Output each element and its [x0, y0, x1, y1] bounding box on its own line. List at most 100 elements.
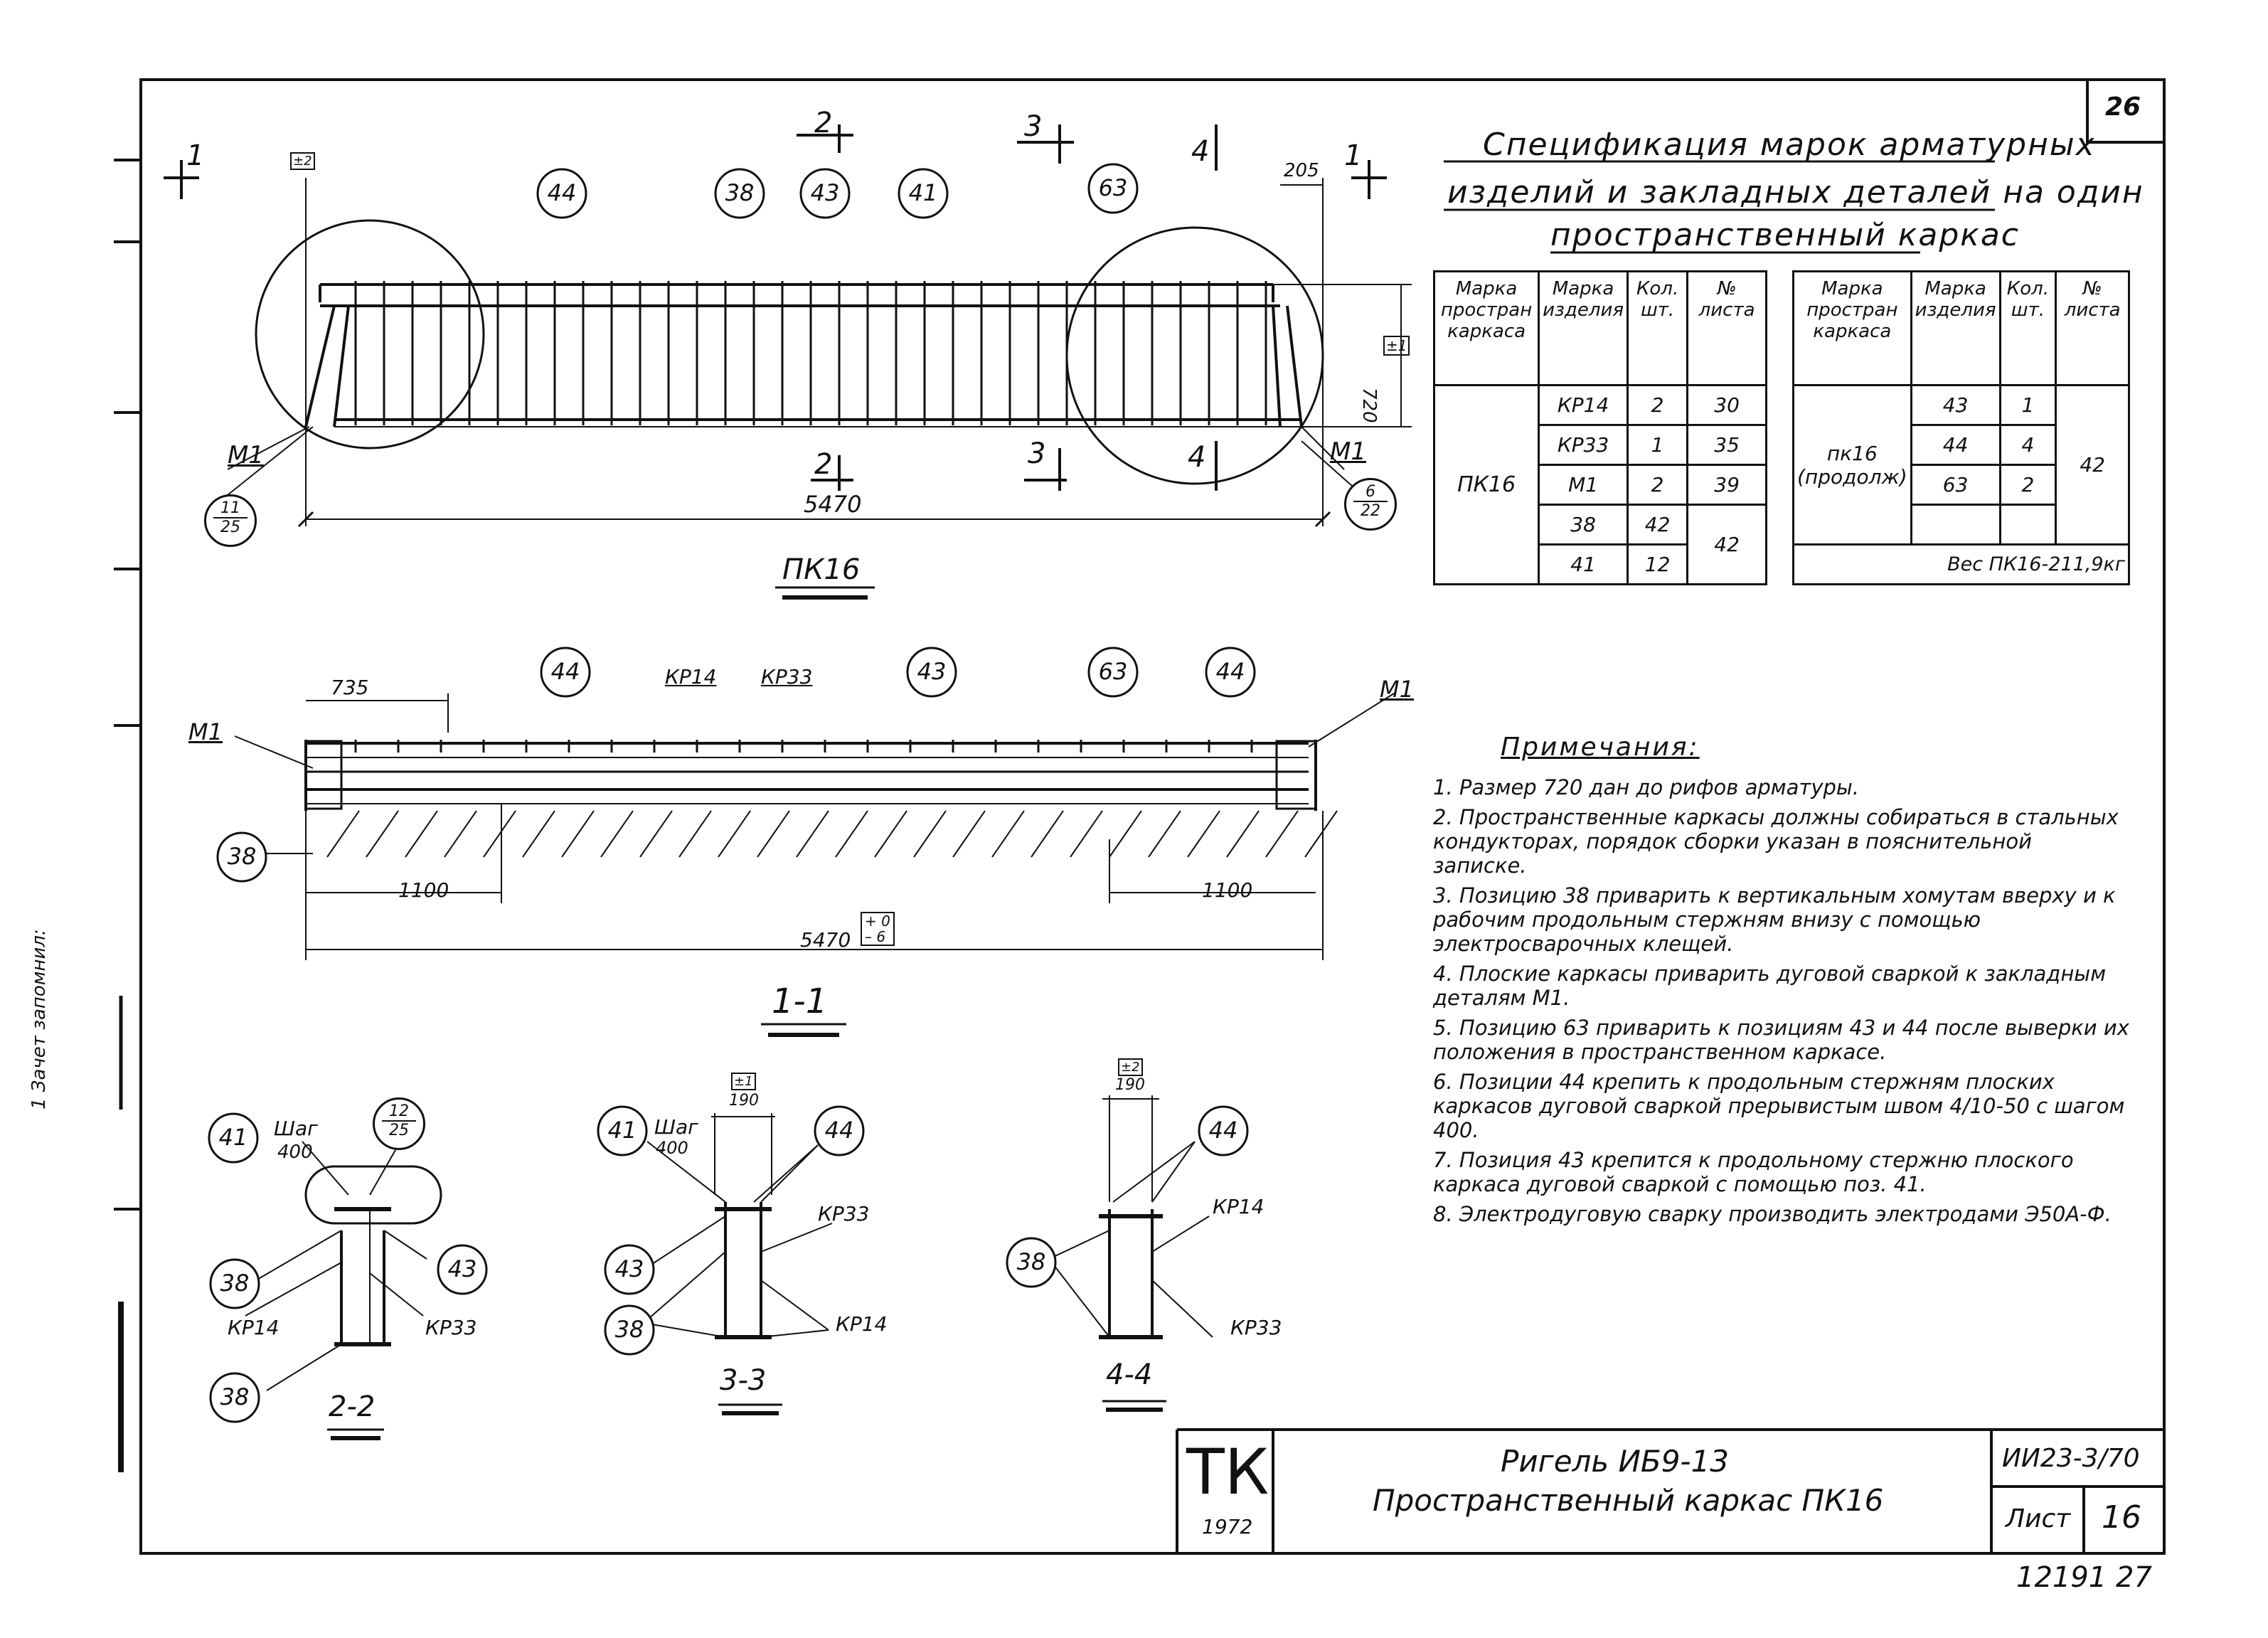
title-block-year: 1972 [1202, 1515, 1253, 1538]
spec-table-left: Марка простран каркаса Марка изделия Кол… [1432, 270, 1767, 585]
ref-bottom: 25 [389, 1122, 409, 1139]
label-kp33-44: КР33 [1230, 1316, 1282, 1339]
dim-190-33: 190 [729, 1092, 759, 1110]
label-m1-left: М1 [228, 441, 264, 469]
hatch-line [326, 810, 360, 858]
hatch-line [718, 810, 751, 858]
spec-hdr-qty: Кол. шт. [1626, 270, 1689, 386]
view-title-pk16: ПК16 [782, 553, 861, 586]
callout-circle [1198, 1105, 1249, 1156]
callout-label: 38 [227, 843, 257, 870]
spec-item: М1 [1538, 464, 1629, 506]
callout-label: 41 [908, 179, 938, 206]
view-title-3-3: 3-3 [720, 1364, 767, 1397]
cut-3-bottom: 3 [1028, 437, 1046, 470]
label-kp14-44: КР14 [1213, 1195, 1265, 1218]
hatch-line [913, 810, 947, 858]
hatch-line [600, 810, 634, 858]
cut-2-bottom: 2 [814, 448, 833, 481]
note-item: 3. Позицию 38 приварить к вертикальным х… [1433, 883, 2116, 956]
hatch-line [757, 810, 790, 858]
callout-circle [216, 831, 267, 883]
ref-circle-main-left: 11 25 [204, 494, 257, 547]
callout-circle [597, 1105, 648, 1156]
bottom-code: 12191 [2016, 1561, 2107, 1594]
title-block-lines [1176, 1428, 2164, 1553]
spec-item: 43 [1910, 384, 2001, 426]
callout-label: 38 [220, 1383, 250, 1410]
hatch-line [366, 810, 399, 858]
callout-label: 41 [607, 1117, 637, 1144]
hatch-line [678, 810, 712, 858]
dim-720: 720 [1358, 388, 1380, 423]
spec-qty: 42 [1626, 504, 1689, 546]
note-item: 6. Позиции 44 крепить к продольным стерж… [1433, 1070, 2125, 1142]
cut-4-top: 4 [1191, 135, 1210, 168]
ref-top: 6 [1353, 483, 1388, 502]
tol-11-plus: + 0 [865, 913, 890, 930]
callout-label: 44 [1215, 658, 1245, 685]
hatch-line [1187, 810, 1220, 858]
label-kp33-33: КР33 [818, 1202, 870, 1225]
spec-sheet: 30 [1686, 384, 1767, 426]
spec-qty [1998, 504, 2057, 546]
dim-205: 205 [1284, 160, 1319, 181]
spec-weight: Вес ПК16-211,9кг [1792, 543, 2130, 585]
spec-sheet: 42 [1686, 504, 1767, 585]
callout-label: 63 [1098, 658, 1128, 685]
ref-top: 12 [382, 1102, 416, 1122]
corner-number-box [2086, 78, 2166, 144]
callout-label: 43 [917, 658, 947, 685]
callout-label: 38 [614, 1316, 644, 1343]
callout-circle [437, 1244, 488, 1295]
spec-hdr-frame: Марка простран каркаса [1432, 270, 1540, 386]
title-block-org: ТК [1186, 1435, 1269, 1509]
spec-title-line2: изделий и закладных деталей на один [1447, 174, 2144, 211]
ref-bottom: 25 [220, 518, 240, 536]
spec-frame-mark-cont: пк16 (продолж) [1792, 384, 1912, 546]
view-title-4-4: 4-4 [1106, 1358, 1153, 1391]
tol-720: ±1 [1383, 336, 1410, 356]
spec-item: 38 [1538, 504, 1629, 546]
hatch-line [405, 810, 438, 858]
cut-3-top: 3 [1024, 110, 1043, 143]
callout-circle [1006, 1237, 1057, 1288]
spec-qty: 1 [1626, 424, 1689, 466]
note-item: 5. Позицию 63 приварить к позициям 43 и … [1433, 1016, 2129, 1064]
spec-title-line3: пространственный каркас [1550, 217, 2020, 253]
corner-number: 26 [2105, 92, 2141, 122]
hatch-line [1304, 810, 1338, 858]
sheet-frame [139, 78, 2166, 1555]
callout-circle [209, 1372, 260, 1423]
spec-hdr-sheet: № листа [1686, 270, 1767, 386]
spec-sheet: 42 [2055, 384, 2130, 546]
spec-qty: 2 [1998, 464, 2057, 506]
note-item: 2. Пространственные каркасы должны собир… [1433, 805, 2119, 878]
hatch-line [991, 810, 1025, 858]
ref-circle-22: 12 25 [373, 1097, 425, 1150]
ref-circle-main-right: 6 22 [1344, 478, 1397, 531]
callout-circle [208, 1112, 259, 1164]
dim-1100-left: 1100 [398, 878, 449, 902]
tol-top: ±2 [290, 152, 315, 170]
hatch-line [444, 810, 477, 858]
margin-stamp: 1 Зачет запомнил: [28, 929, 50, 1110]
callout-label: 38 [1016, 1248, 1046, 1275]
callout-circle [814, 1105, 865, 1156]
callout-label: 38 [725, 179, 755, 206]
hatch-line [561, 810, 595, 858]
hatch-line [639, 810, 673, 858]
hatch-line [522, 810, 555, 858]
hatch-line [483, 810, 516, 858]
callout-circle [540, 647, 591, 698]
callout-label: 41 [218, 1124, 248, 1151]
callout-label: 43 [810, 179, 840, 206]
spec-sheet: 39 [1686, 464, 1767, 506]
spec-qty: 4 [1998, 424, 2057, 466]
callout-label: 38 [220, 1270, 250, 1297]
callout-circle [209, 1258, 260, 1309]
step-value-33: 400 [656, 1138, 688, 1158]
stirrups-main [354, 281, 1267, 425]
callout-circle [604, 1304, 655, 1356]
